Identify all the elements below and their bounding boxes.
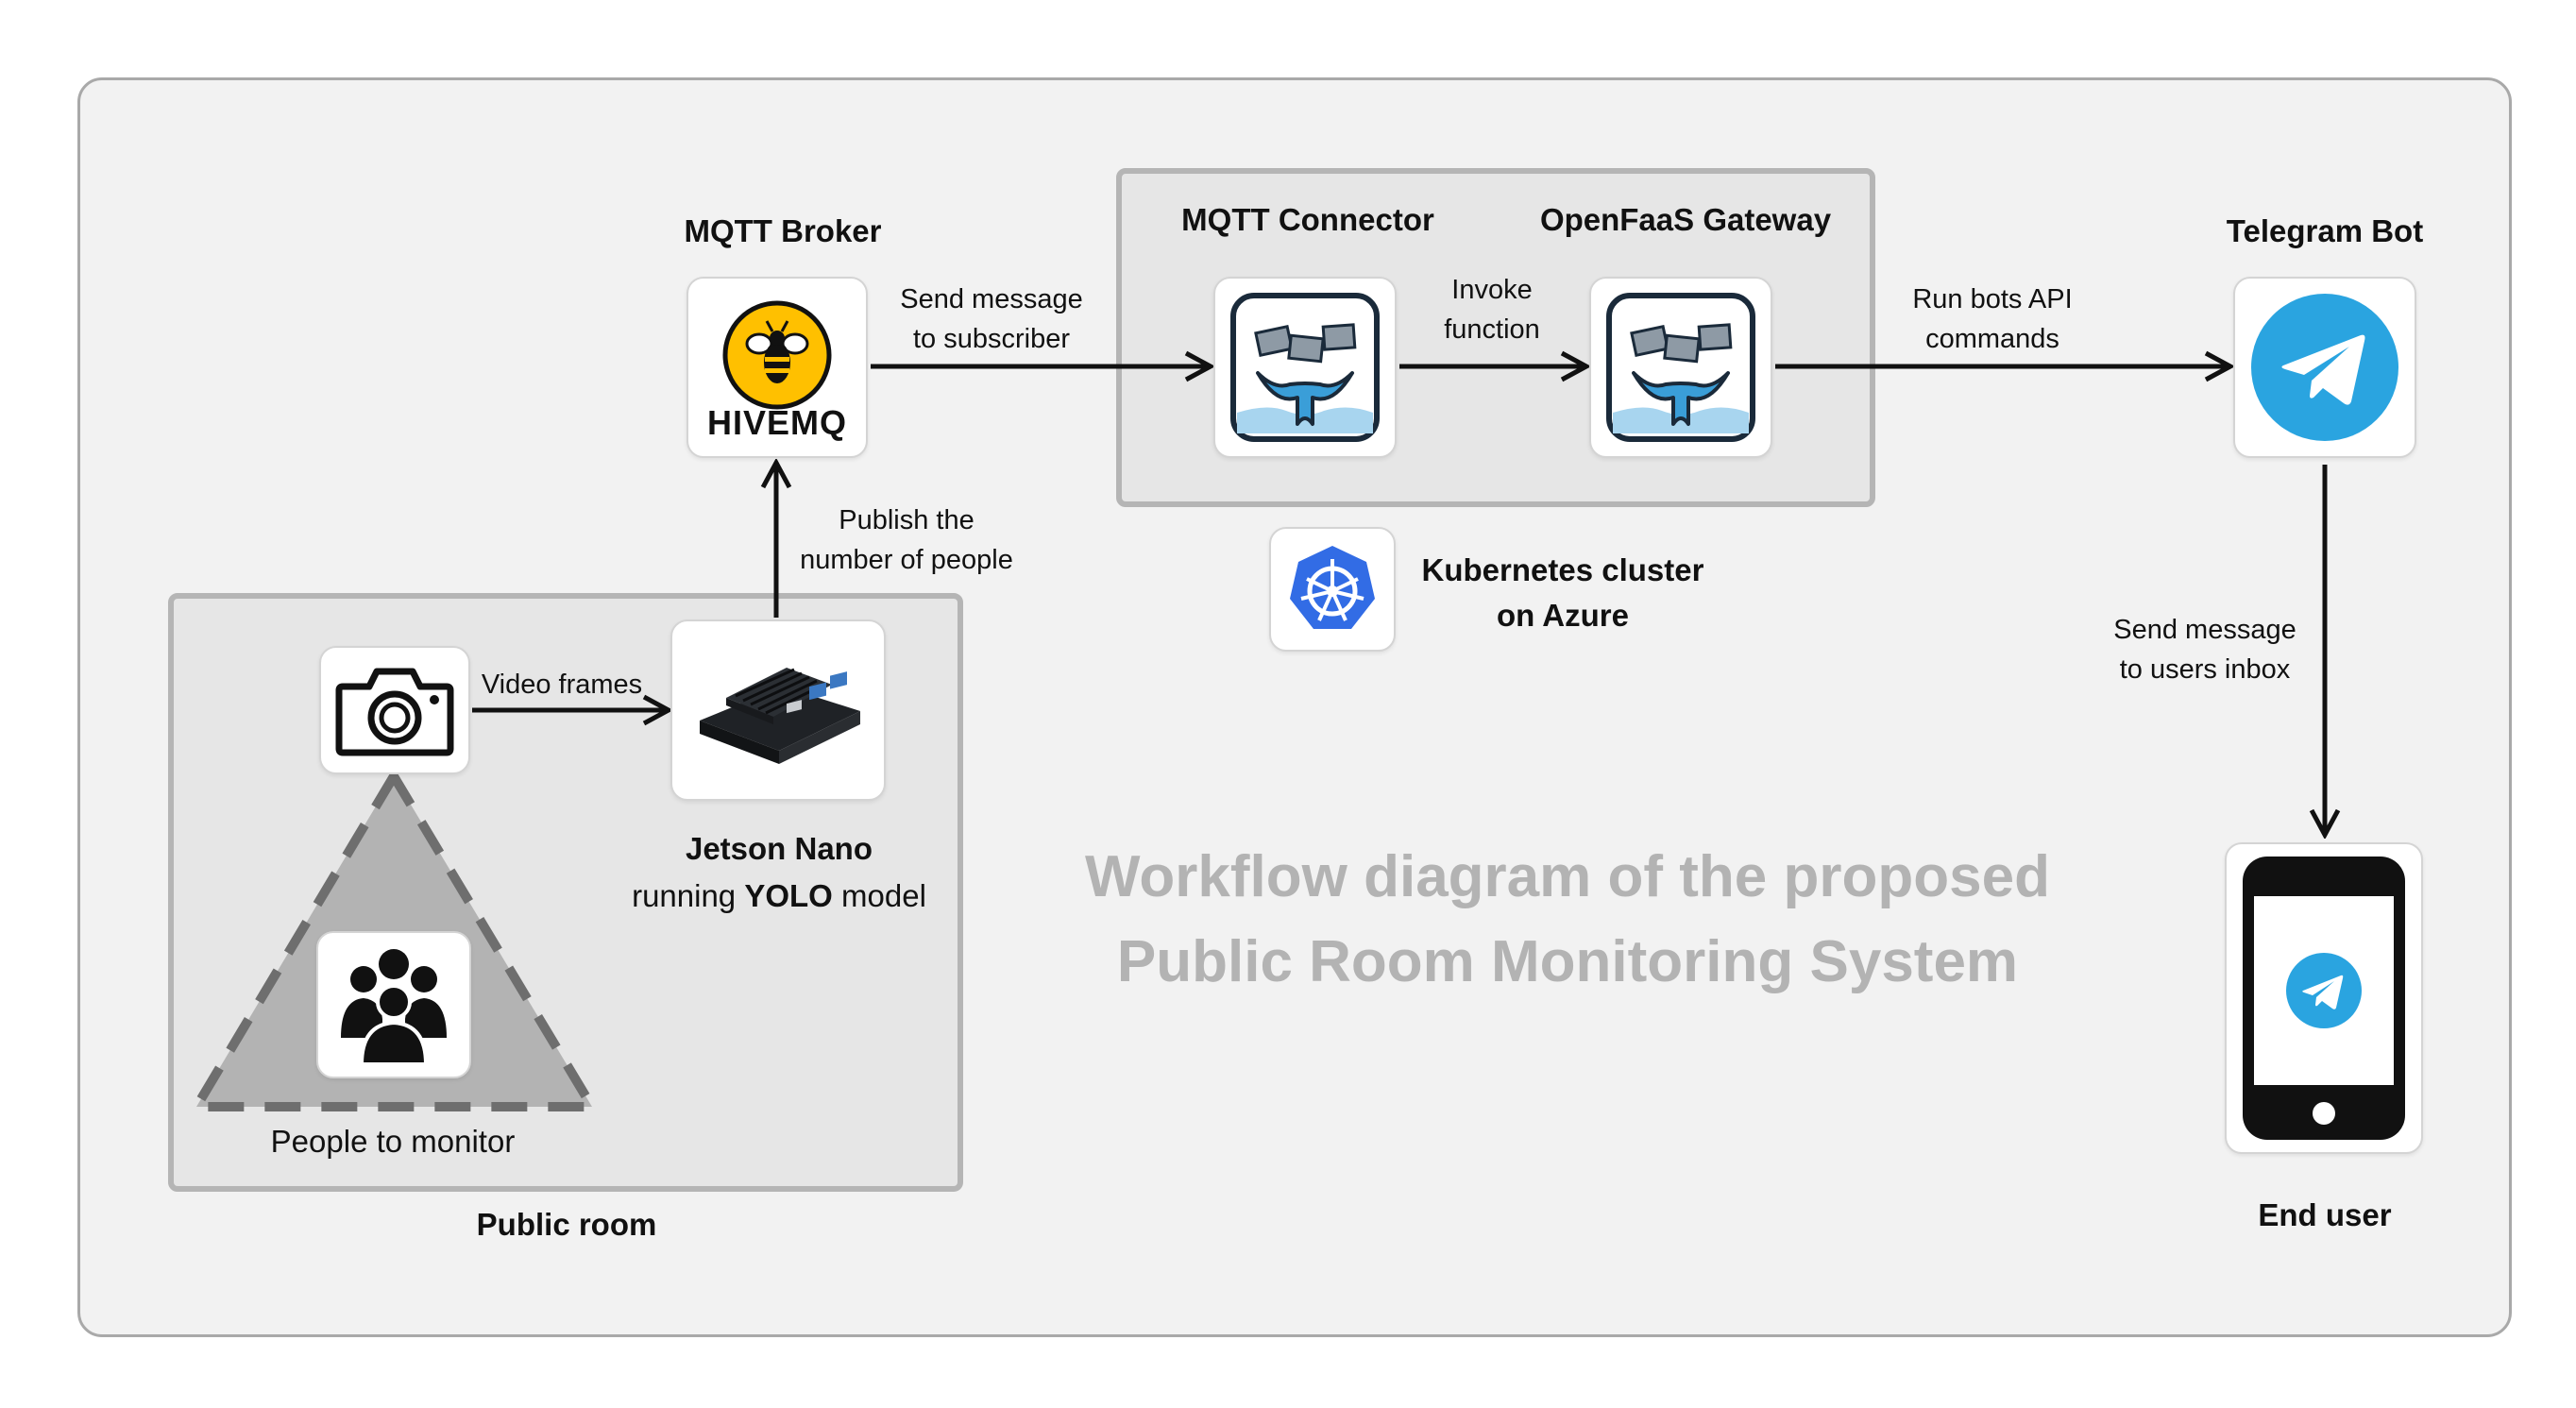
end-user-label: End user: [2258, 1197, 2392, 1232]
edge-label-invoke-function: Invoke function: [1444, 275, 1540, 345]
edge-label-publish-people: Publish the number of people: [800, 505, 1013, 575]
kubernetes-label: Kubernetes cluster on Azure: [1421, 552, 1704, 633]
kubernetes-card: [1269, 527, 1396, 652]
people-to-monitor-label: People to monitor: [270, 1124, 516, 1159]
mqtt-connector-label: MQTT Connector: [1181, 202, 1434, 237]
people-group-icon: [341, 949, 447, 1066]
kubernetes-icon: [1290, 546, 1375, 629]
smartphone-icon: [2243, 857, 2405, 1140]
camera-card: [319, 646, 470, 774]
openfaas-gateway-card: [1589, 277, 1772, 458]
telegram-bot-card: [2233, 277, 2416, 458]
edge-label-run-bots-api: Run bots API commands: [1912, 284, 2073, 354]
openfaas-whale-icon: [1606, 293, 1755, 442]
telegram-bot-label: Telegram Bot: [2226, 213, 2424, 248]
camera-icon: [335, 668, 454, 756]
openfaas-whale-icon: [1230, 293, 1380, 442]
smartphone-card: [2225, 842, 2423, 1154]
hivemq-bee-icon: [722, 300, 832, 410]
telegram-icon: [2251, 294, 2398, 441]
diagram-title: Workflow diagram of the proposed Public …: [1085, 844, 2050, 994]
mqtt-broker-card: HIVEMQ: [686, 277, 868, 458]
people-card: [316, 931, 471, 1078]
public-room-label: Public room: [476, 1207, 657, 1242]
edge-label-send-to-inbox: Send message to users inbox: [2113, 615, 2296, 685]
jetson-nano-label: Jetson Nano running YOLO model: [632, 831, 926, 913]
hivemq-logo-text: HIVEMQ: [706, 403, 847, 442]
jetson-nano-card: [670, 619, 886, 801]
mqtt-broker-label: MQTT Broker: [684, 213, 882, 248]
mqtt-connector-card: [1213, 277, 1397, 458]
jetson-board-icon: [700, 668, 860, 764]
edge-label-video-frames: Video frames: [481, 670, 643, 700]
edge-label-send-to-subscriber: Send message to subscriber: [900, 284, 1083, 354]
openfaas-gateway-label: OpenFaaS Gateway: [1539, 202, 1832, 237]
